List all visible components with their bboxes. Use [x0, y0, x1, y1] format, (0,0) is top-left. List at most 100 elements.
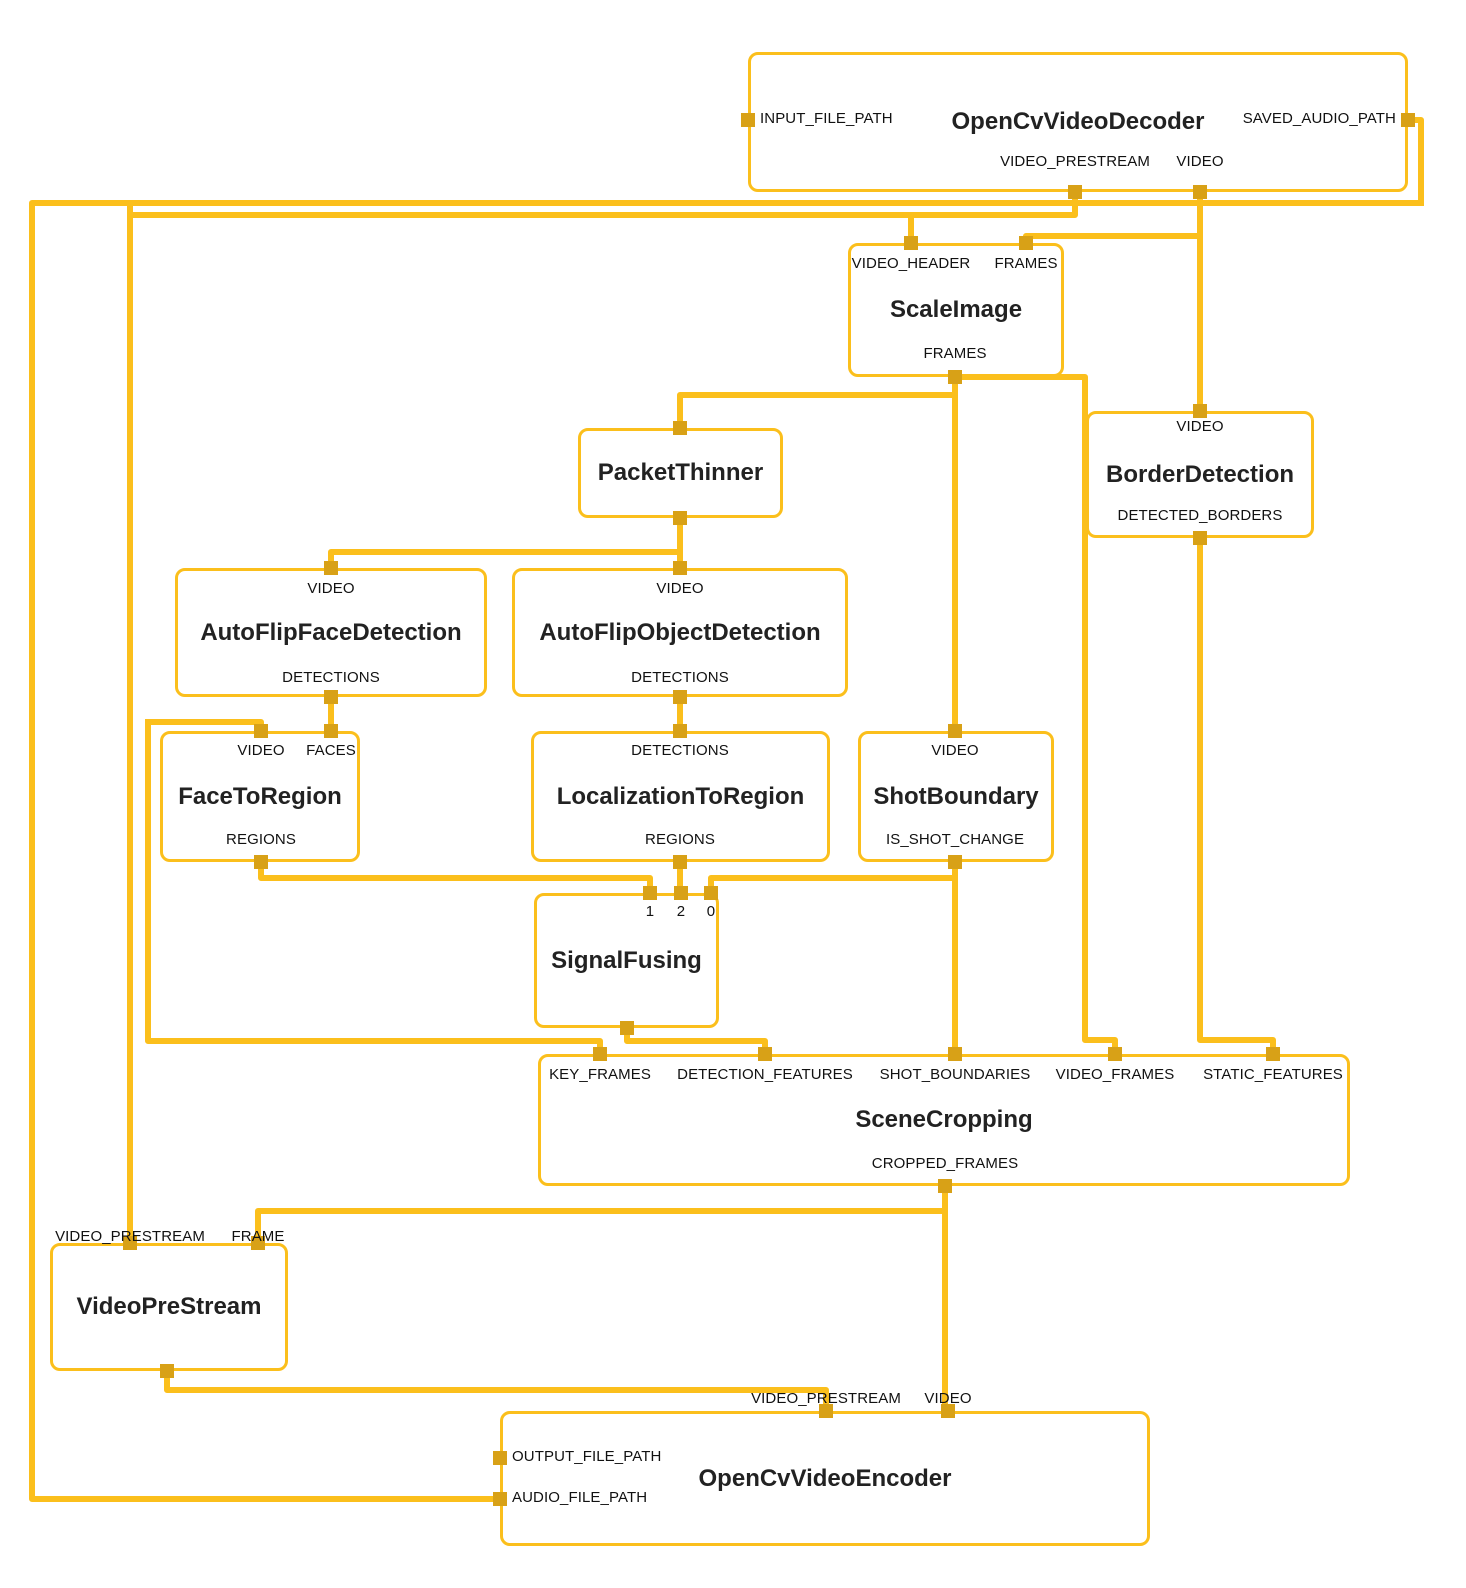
- port-output-packet_thinner[interactable]: [673, 511, 687, 525]
- node-title-border_detection: BorderDetection: [1105, 460, 1295, 488]
- node-title-face_to_region: FaceToRegion: [178, 782, 342, 810]
- node-title-video_pre_stream: VideoPreStream: [76, 1293, 262, 1320]
- port-input-face_to_region-faces[interactable]: [324, 724, 338, 738]
- port-label-autoflip_face_detection-detections: DETECTIONS: [282, 669, 380, 686]
- port-input-opencv_video_decoder-input-file-path[interactable]: [741, 113, 755, 127]
- node-title-opencv_video_encoder: OpenCvVideoEncoder: [698, 1464, 952, 1492]
- port-input-scale_image-video-header[interactable]: [904, 236, 918, 250]
- port-label-scale_image-frames: FRAMES: [994, 255, 1058, 272]
- port-label-video_pre_stream-frame: FRAME: [231, 1228, 285, 1245]
- port-output-face_to_region-regions[interactable]: [254, 855, 268, 869]
- port-label-scene_cropping-shot-boundaries: SHOT_BOUNDARIES: [879, 1066, 1031, 1083]
- port-input-scene_cropping-static-features[interactable]: [1266, 1047, 1280, 1061]
- node-autoflip_object_detection[interactable]: AutoFlipObjectDetection: [512, 568, 848, 697]
- port-output-opencv_video_decoder-saved-audio-path[interactable]: [1401, 113, 1415, 127]
- port-label-localization_to_region-detections: DETECTIONS: [631, 742, 729, 759]
- port-input-packet_thinner[interactable]: [673, 421, 687, 435]
- port-label-shot_boundary-video: VIDEO: [931, 742, 979, 759]
- port-label-shot_boundary-is-shot-change: IS_SHOT_CHANGE: [885, 831, 1025, 848]
- edge-scaleimage-frames-to-thinner-input: [677, 374, 958, 431]
- port-label-opencv_video_encoder-audio-file-path: AUDIO_FILE_PATH: [512, 1489, 648, 1506]
- port-label-scale_image-video-header: VIDEO_HEADER: [851, 255, 971, 272]
- port-label-scene_cropping-static-features: STATIC_FEATURES: [1203, 1066, 1343, 1083]
- node-title-scene_cropping: SceneCropping: [855, 1106, 1033, 1133]
- port-input-scene_cropping-detection-features[interactable]: [758, 1047, 772, 1061]
- port-label-scene_cropping-detection-features: DETECTION_FEATURES: [677, 1066, 853, 1083]
- port-output-localization_to_region-regions[interactable]: [673, 855, 687, 869]
- port-label-face_to_region-faces: FACES: [306, 742, 356, 759]
- edge-decoder-saved-audio-to-encoder-audio: [29, 117, 1424, 1502]
- port-input-scene_cropping-shot-boundaries[interactable]: [948, 1047, 962, 1061]
- port-input-autoflip_face_detection-video[interactable]: [324, 561, 338, 575]
- node-autoflip_face_detection[interactable]: AutoFlipFaceDetection: [175, 568, 487, 697]
- port-label-opencv_video_decoder-video-prestream: VIDEO_PRESTREAM: [1000, 153, 1150, 170]
- port-label-opencv_video_encoder-output-file-path: OUTPUT_FILE_PATH: [512, 1448, 662, 1465]
- node-title-scale_image: ScaleImage: [889, 296, 1023, 323]
- port-label-autoflip_face_detection-video: VIDEO: [307, 580, 355, 597]
- node-title-shot_boundary: ShotBoundary: [873, 782, 1039, 810]
- edge-border-detected-to-static-features: [1197, 535, 1276, 1057]
- port-output-scale_image-frames[interactable]: [948, 370, 962, 384]
- port-input-opencv_video_encoder-audio-file-path[interactable]: [493, 1492, 507, 1506]
- port-input-signal_fusing-2[interactable]: [674, 886, 688, 900]
- port-output-autoflip_face_detection-detections[interactable]: [324, 690, 338, 704]
- node-localization_to_region[interactable]: LocalizationToRegion: [531, 731, 830, 862]
- port-input-localization_to_region-detections[interactable]: [673, 724, 687, 738]
- port-input-opencv_video_encoder-video[interactable]: [941, 1404, 955, 1418]
- node-video_pre_stream[interactable]: VideoPreStream: [50, 1243, 288, 1371]
- edge-left-rail-to-face-to-region-video: [145, 719, 264, 734]
- port-label-localization_to_region-regions: REGIONS: [645, 831, 715, 848]
- port-output-border_detection-detected-borders[interactable]: [1193, 531, 1207, 545]
- port-input-scene_cropping-video-frames[interactable]: [1108, 1047, 1122, 1061]
- edge-scaleimage-frames-to-packet-thinner: [952, 374, 1118, 1057]
- port-input-signal_fusing-0[interactable]: [704, 886, 718, 900]
- port-output-autoflip_object_detection-detections[interactable]: [673, 690, 687, 704]
- port-input-face_to_region-video[interactable]: [254, 724, 268, 738]
- port-input-signal_fusing-1[interactable]: [643, 886, 657, 900]
- node-title-signal_fusing: SignalFusing: [551, 946, 702, 974]
- port-label-border_detection-detected-borders: DETECTED_BORDERS: [1117, 507, 1283, 524]
- port-input-video_pre_stream-frame[interactable]: [251, 1236, 265, 1250]
- node-title-autoflip_face_detection: AutoFlipFaceDetection: [200, 618, 462, 646]
- edge-videoprestream-out-to-encoder-prestream: [164, 1368, 829, 1414]
- node-signal_fusing[interactable]: SignalFusing: [534, 893, 719, 1028]
- edge-thinner-out-to-autoflip-face: [328, 515, 683, 571]
- port-input-opencv_video_encoder-video-prestream[interactable]: [819, 1404, 833, 1418]
- port-output-opencv_video_decoder-video-prestream[interactable]: [1068, 185, 1082, 199]
- port-input-opencv_video_encoder-output-file-path[interactable]: [493, 1451, 507, 1465]
- port-label-face_to_region-regions: REGIONS: [226, 831, 296, 848]
- edge-signalfusing-to-detection-features: [624, 1025, 768, 1057]
- port-output-signal_fusing[interactable]: [620, 1021, 634, 1035]
- port-label-opencv_video_encoder-video-prestream: VIDEO_PRESTREAM: [751, 1390, 901, 1407]
- node-opencv_video_encoder[interactable]: OpenCvVideoEncoder: [500, 1411, 1150, 1546]
- port-label-face_to_region-video: VIDEO: [237, 742, 285, 759]
- node-scene_cropping[interactable]: SceneCropping: [538, 1054, 1350, 1186]
- port-input-shot_boundary-video[interactable]: [948, 724, 962, 738]
- port-input-border_detection-video[interactable]: [1193, 404, 1207, 418]
- port-label-scale_image-frames: FRAMES: [923, 345, 987, 362]
- node-title-opencv_video_decoder: OpenCvVideoDecoder: [951, 108, 1205, 135]
- port-output-scene_cropping-cropped-frames[interactable]: [938, 1179, 952, 1193]
- port-input-scene_cropping-key-frames[interactable]: [593, 1047, 607, 1061]
- port-input-video_pre_stream-video-prestream[interactable]: [123, 1236, 137, 1250]
- node-shot_boundary[interactable]: ShotBoundary: [858, 731, 1054, 862]
- port-label-signal_fusing-2: 2: [676, 903, 686, 920]
- port-output-opencv_video_decoder-video[interactable]: [1193, 185, 1207, 199]
- node-title-localization_to_region: LocalizationToRegion: [556, 782, 805, 810]
- edge-face-regions-to-signal-1: [258, 859, 653, 896]
- port-label-scene_cropping-cropped-frames: CROPPED_FRAMES: [871, 1155, 1019, 1172]
- port-label-opencv_video_encoder-video: VIDEO: [924, 1390, 972, 1407]
- port-output-shot_boundary-is-shot-change[interactable]: [948, 855, 962, 869]
- port-label-autoflip_object_detection-video: VIDEO: [656, 580, 704, 597]
- port-input-scale_image-frames[interactable]: [1019, 236, 1033, 250]
- port-label-scene_cropping-key-frames: KEY_FRAMES: [549, 1066, 651, 1083]
- port-label-signal_fusing-0: 0: [706, 903, 716, 920]
- node-packet_thinner[interactable]: PacketThinner: [578, 428, 783, 518]
- port-input-autoflip_object_detection-video[interactable]: [673, 561, 687, 575]
- node-title-autoflip_object_detection: AutoFlipObjectDetection: [539, 618, 821, 646]
- port-output-video_pre_stream[interactable]: [160, 1364, 174, 1378]
- port-label-signal_fusing-1: 1: [645, 903, 655, 920]
- port-label-autoflip_object_detection-detections: DETECTIONS: [631, 669, 729, 686]
- node-title-packet_thinner: PacketThinner: [597, 459, 764, 486]
